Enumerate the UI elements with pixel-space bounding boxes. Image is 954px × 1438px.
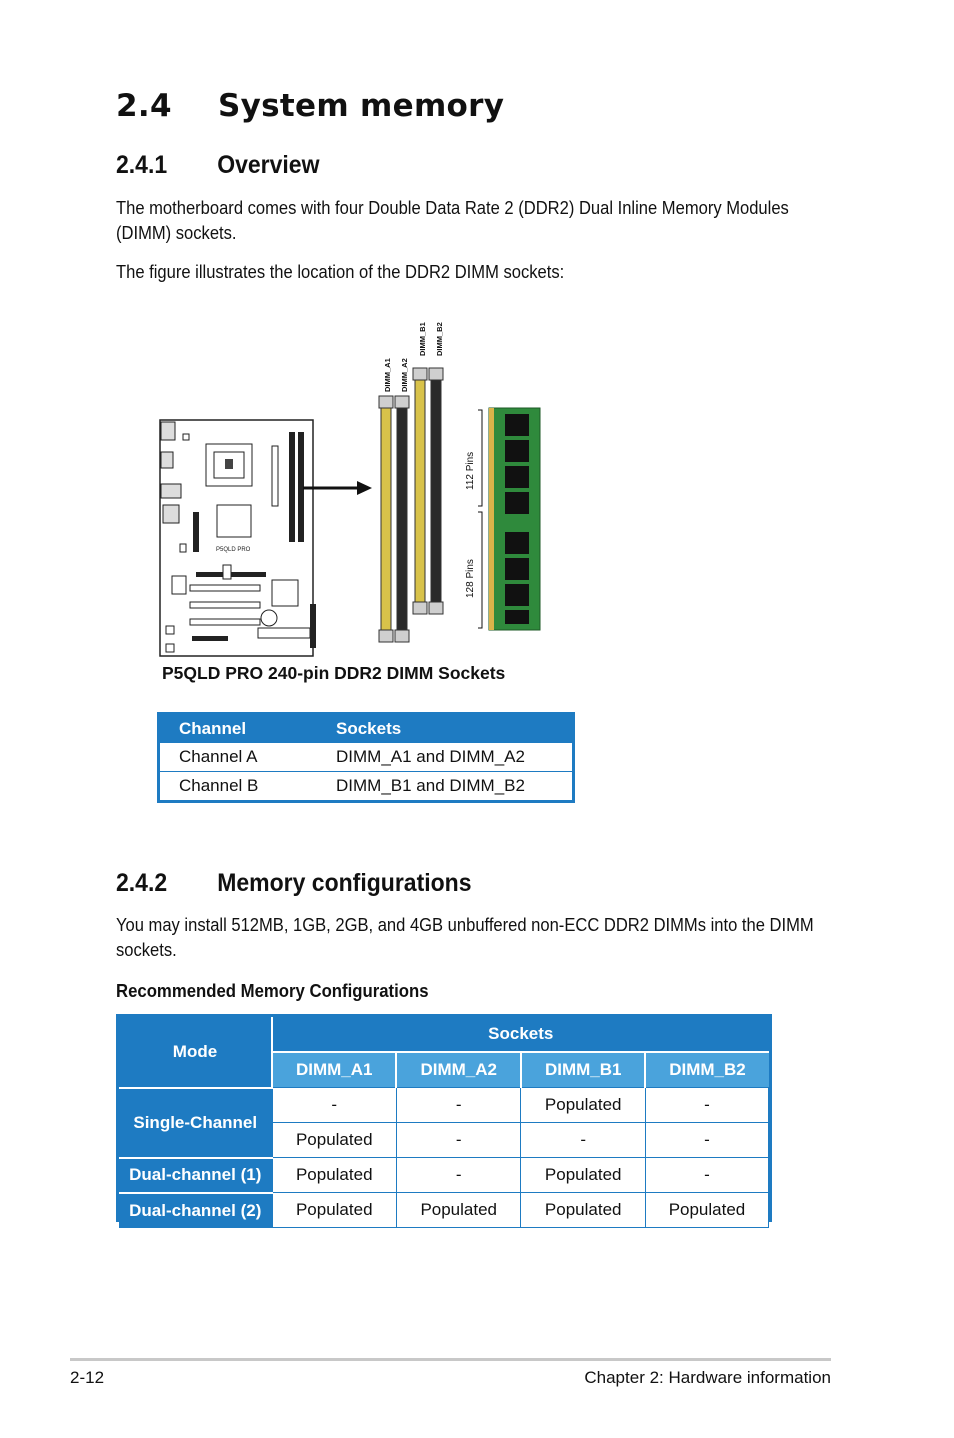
dimm-socket-figure: P5QLD PRO DIMM_A1 DIMM_A2 DIMM_B1 DIMM_B… (159, 322, 541, 657)
mode-header: Mode (119, 1017, 272, 1088)
table-cell: Populated (271, 1192, 397, 1228)
section-heading: 2.4 System memory (116, 88, 504, 124)
table-cell: Populated (395, 1192, 522, 1228)
slot-header-b2: DIMM_B2 (644, 1051, 769, 1088)
slot-label-b2: DIMM_B2 (435, 322, 444, 356)
slot-header-a2: DIMM_A2 (395, 1051, 521, 1088)
config-table-title: Recommended Memory Configurations (116, 981, 429, 1001)
figure-caption: P5QLD PRO 240-pin DDR2 DIMM Sockets (162, 663, 506, 683)
overview-paragraph-2: The figure illustrates the location of t… (116, 262, 565, 282)
mode-single-channel: Single-Channel (119, 1086, 272, 1158)
table-row: Channel A DIMM_A1 and DIMM_A2 (160, 742, 572, 772)
table-cell: - (644, 1122, 770, 1158)
pin-count-top: 112 Pins (465, 452, 476, 490)
channel-cell: Channel A (160, 742, 317, 772)
memconfig-heading: 2.4.2 Memory configurations (116, 869, 472, 898)
table-cell: - (520, 1122, 646, 1158)
channel-cell: Channel B (160, 771, 317, 800)
dimm-slots-detail: DIMM_A1 DIMM_A2 DIMM_B1 DIMM_B2 (378, 322, 444, 643)
section-number: 2.4 (116, 88, 172, 124)
table-cell: Populated (520, 1192, 646, 1228)
table-row: Single-Channel - - Populated - (119, 1086, 770, 1158)
table-cell: Populated (271, 1122, 397, 1158)
sockets-header: Sockets (317, 715, 572, 743)
table-cell: Populated (271, 1157, 397, 1193)
table-row: Dual-channel (1) Populated - Populated - (119, 1156, 770, 1193)
overview-heading: 2.4.1 Overview (116, 151, 319, 180)
table-cell: - (395, 1087, 522, 1123)
slot-label-b1: DIMM_B1 (418, 322, 427, 356)
section-title: System memory (218, 88, 505, 124)
slot-header-a1: DIMM_A1 (270, 1051, 397, 1088)
channel-header: Channel (160, 715, 317, 743)
table-cell: Populated (520, 1087, 646, 1123)
overview-paragraph-1: The motherboard comes with four Double D… (116, 198, 789, 243)
footer-divider (70, 1358, 831, 1361)
table-cell: - (644, 1087, 770, 1123)
table-row: Channel B DIMM_B1 and DIMM_B2 (160, 771, 572, 800)
memconfig-number: 2.4.2 (116, 869, 168, 897)
mode-dual-channel-2: Dual-channel (2) (119, 1191, 272, 1228)
slot-label-a2: DIMM_A2 (400, 358, 409, 392)
table-cell: - (395, 1157, 522, 1193)
board-model-label: P5QLD PRO (216, 547, 251, 553)
channel-table: Channel Sockets Channel A DIMM_A1 and DI… (157, 712, 575, 803)
motherboard-layout: P5QLD PRO (159, 419, 316, 657)
memconfig-title: Memory configurations (217, 869, 472, 897)
sockets-cell: DIMM_B1 and DIMM_B2 (317, 771, 572, 800)
config-slot-header: DIMM_A1 DIMM_A2 DIMM_B1 DIMM_B2 (119, 1051, 769, 1088)
pointer-arrow (303, 481, 372, 495)
slot-label-a1: DIMM_A1 (383, 358, 392, 392)
table-row: Dual-channel (2) Populated Populated Pop… (119, 1191, 770, 1228)
pin-count-bottom: 128 Pins (465, 559, 476, 598)
memory-config-table: Mode Sockets DIMM_A1 DIMM_A2 DIMM_B1 DIM… (116, 1014, 772, 1228)
memconfig-paragraph: You may install 512MB, 1GB, 2GB, and 4GB… (116, 915, 814, 960)
chapter-title: Chapter 2: Hardware information (584, 1368, 831, 1387)
page-number: 2-12 (70, 1368, 105, 1387)
config-table-header: Mode Sockets (119, 1017, 769, 1088)
overview-number: 2.4.1 (116, 151, 168, 179)
dimm-module: 112 Pins 128 Pins (465, 407, 541, 631)
slot-header-b1: DIMM_B1 (519, 1051, 646, 1088)
table-cell: - (271, 1087, 397, 1123)
table-cell: - (644, 1157, 770, 1193)
sockets-header: Sockets (271, 1017, 769, 1052)
table-cell: Populated (520, 1157, 646, 1193)
table-cell: - (395, 1122, 522, 1158)
table-cell: Populated (644, 1192, 770, 1228)
channel-table-header: Channel Sockets (160, 715, 572, 743)
mode-dual-channel-1: Dual-channel (1) (119, 1156, 272, 1193)
overview-title: Overview (217, 151, 320, 179)
sockets-cell: DIMM_A1 and DIMM_A2 (317, 742, 572, 772)
table-row: Populated - - - (119, 1122, 770, 1158)
